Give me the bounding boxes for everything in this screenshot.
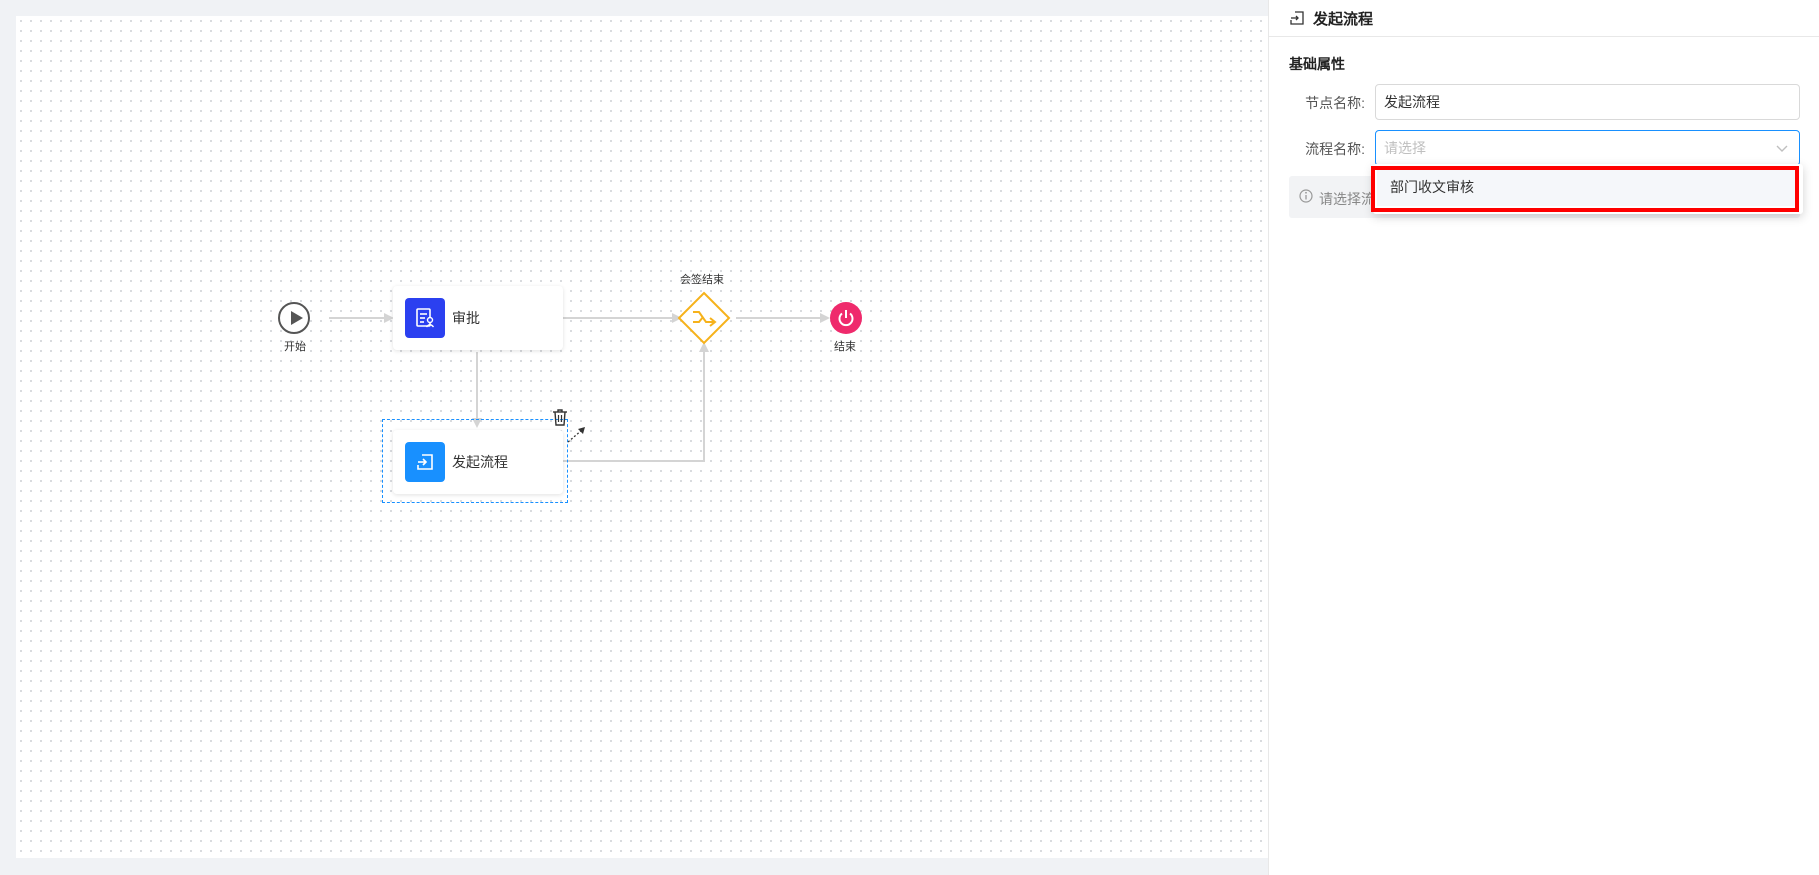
launch-process-icon (1290, 11, 1304, 25)
approval-task-label: 审批 (452, 310, 480, 326)
process-name-label: 流程名称: (1305, 141, 1365, 157)
edge-launch-gateway[interactable] (561, 342, 709, 462)
flow-canvas[interactable]: 开始 审批 会签结束 结束 (16, 16, 1268, 858)
panel-header: 发起流程 (1269, 0, 1819, 37)
selected-node-outline (382, 419, 568, 503)
info-icon (1299, 189, 1313, 203)
trash-icon[interactable] (552, 408, 568, 426)
launch-process-node[interactable]: 发起流程 (393, 430, 563, 494)
node-name-label: 节点名称: (1305, 95, 1365, 111)
start-node-label: 开始 (284, 341, 306, 353)
highlight-box (1371, 166, 1799, 212)
info-hint-text: 请选择流 (1319, 191, 1375, 207)
section-title: 基础属性 (1289, 56, 1345, 72)
panel-title: 发起流程 (1313, 10, 1374, 28)
gateway-label: 会签结束 (680, 274, 724, 286)
launch-process-icon (405, 442, 445, 482)
edges-layer (329, 313, 830, 462)
connect-arrow-icon[interactable] (567, 426, 587, 444)
approval-task-node[interactable]: 审批 (393, 286, 563, 350)
dropdown-option[interactable]: 部门收文审核 (1377, 168, 1795, 206)
merge-gateway-icon (693, 311, 717, 327)
launch-process-label: 发起流程 (452, 454, 508, 470)
end-node[interactable] (830, 302, 862, 334)
process-dropdown: 部门收文审核 (1373, 164, 1803, 214)
process-name-placeholder: 请选择 (1384, 140, 1426, 156)
end-node-label: 结束 (834, 341, 856, 353)
chevron-down-icon (1776, 145, 1788, 152)
power-icon (838, 310, 854, 327)
approval-doc-icon (405, 298, 445, 338)
process-name-select[interactable]: 请选择 (1375, 130, 1800, 166)
merge-gateway-node[interactable] (677, 291, 731, 345)
properties-panel: 发起流程 基础属性 节点名称: 发起流程 流程名称: 请选择 请选择流 部门收文… (1268, 0, 1819, 875)
start-node[interactable] (278, 302, 310, 334)
node-name-input[interactable]: 发起流程 (1375, 84, 1800, 120)
